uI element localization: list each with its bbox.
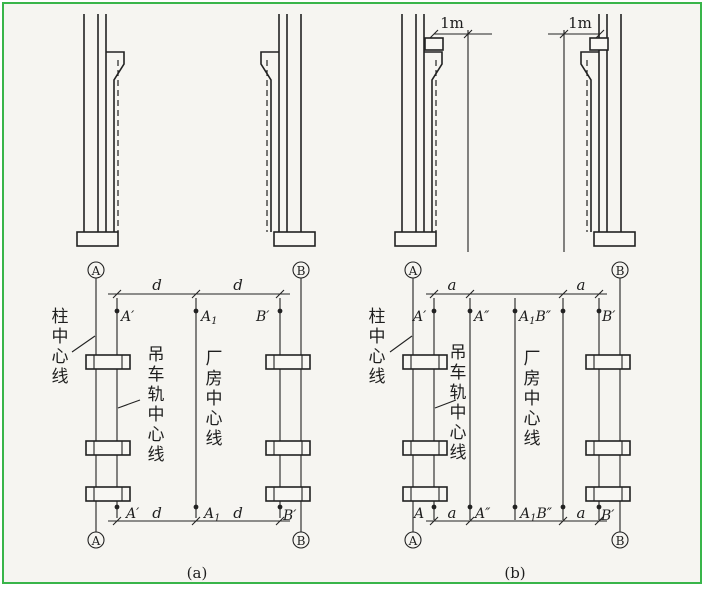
svg-text:房: 房 xyxy=(524,369,541,389)
label-column-centerline-b: 柱 中 心 线 xyxy=(369,307,386,387)
dim-d-top-left: d xyxy=(152,276,162,294)
point-b-prime-bottom-b: B′ xyxy=(600,508,615,524)
svg-text:吊: 吊 xyxy=(148,345,165,365)
svg-text:柱: 柱 xyxy=(369,307,386,327)
column-plans-left-b xyxy=(402,354,448,502)
leader-column-centerline-b xyxy=(389,335,413,353)
dim-d-bottom-right: d xyxy=(233,504,243,522)
svg-text:心: 心 xyxy=(206,409,223,429)
svg-text:线: 线 xyxy=(524,429,541,449)
point-a-double-top-b: A″ xyxy=(472,309,490,325)
dim-a-bottom-right: a xyxy=(577,504,586,522)
axis-a-label-bottom: A xyxy=(91,534,101,548)
svg-text:心: 心 xyxy=(148,425,165,445)
label-building-centerline-b: 厂 房 中 心 线 xyxy=(524,349,541,449)
leader-crane-rail-a xyxy=(117,399,141,409)
point-a1b-double-bottom-b: A1B″ xyxy=(518,506,553,524)
svg-text:轨: 轨 xyxy=(450,383,467,403)
svg-text:车: 车 xyxy=(148,365,165,385)
label-column-centerline-a: 柱 中 心 线 xyxy=(52,307,69,387)
dim-d-bottom-left: d xyxy=(152,504,162,522)
panel-b: 1m 1m A B A B xyxy=(369,14,636,582)
axis-a-label-top-b: A xyxy=(408,264,418,278)
dim-a-top-right: a xyxy=(577,276,586,294)
svg-text:线: 线 xyxy=(206,429,223,449)
label-crane-rail-centerline-a: 吊 车 轨 中 心 线 xyxy=(148,345,165,465)
svg-text:房: 房 xyxy=(206,369,223,389)
svg-text:线: 线 xyxy=(369,367,386,387)
label-building-centerline-a: 厂 房 中 心 线 xyxy=(206,349,223,449)
caption-b: (b) xyxy=(504,564,525,582)
axis-b-label-top: B xyxy=(297,264,306,278)
dimension-ticks-b xyxy=(429,289,604,526)
svg-text:线: 线 xyxy=(52,367,69,387)
axis-a-label-bottom-b: A xyxy=(408,534,418,548)
column-elevation-right-a xyxy=(260,14,316,247)
point-a1b-double-top-b: A1B″ xyxy=(517,309,552,327)
point-a-prime-top: A′ xyxy=(119,309,135,325)
control-points-a xyxy=(114,308,283,510)
svg-text:线: 线 xyxy=(450,443,467,463)
point-b-prime-top: B′ xyxy=(255,309,270,325)
leader-column-centerline-a xyxy=(71,335,96,353)
label-1m-left: 1m xyxy=(440,14,464,32)
axis-b-bubble-bottom xyxy=(292,531,310,549)
caption-a: (a) xyxy=(187,564,208,582)
point-b-prime-top-b: B′ xyxy=(601,309,616,325)
column-elevation-left-a xyxy=(76,14,125,247)
dimension-1m-right xyxy=(548,29,605,252)
point-a-double-bottom-b: A″ xyxy=(473,506,491,522)
svg-text:厂: 厂 xyxy=(206,349,223,369)
dim-a-top-left: a xyxy=(448,276,457,294)
label-1m-right: 1m xyxy=(568,14,592,32)
panel-a: A B A B d d d d xyxy=(52,14,316,582)
point-a1-bottom: A1 xyxy=(202,506,221,524)
axis-a-bubble-bottom xyxy=(87,531,105,549)
column-plans-right-a xyxy=(265,354,311,502)
column-plans-right-b xyxy=(585,354,631,502)
svg-text:柱: 柱 xyxy=(52,307,69,327)
dimension-1m-left xyxy=(429,29,492,252)
axis-b-label-top-b: B xyxy=(616,264,625,278)
control-points-b xyxy=(431,308,602,510)
svg-text:中: 中 xyxy=(206,389,223,409)
svg-text:心: 心 xyxy=(524,409,541,429)
dim-d-top-right: d xyxy=(233,276,243,294)
svg-text:中: 中 xyxy=(369,327,386,347)
axis-a-label-top: A xyxy=(91,264,101,278)
svg-text:心: 心 xyxy=(450,423,467,443)
point-a-prime-top-b: A′ xyxy=(411,309,427,325)
column-plans-left-a xyxy=(85,354,131,502)
svg-text:心: 心 xyxy=(369,347,386,367)
column-elevation-left-b xyxy=(394,14,444,247)
svg-text:中: 中 xyxy=(450,403,467,423)
svg-text:中: 中 xyxy=(148,405,165,425)
svg-text:车: 车 xyxy=(450,363,467,383)
column-elevation-right-b xyxy=(580,14,636,247)
point-a-prime-bottom: A′ xyxy=(124,506,140,522)
point-a-bottom-b: A xyxy=(412,506,424,522)
axis-b-label-bottom-b: B xyxy=(616,534,625,548)
svg-text:线: 线 xyxy=(148,445,165,465)
axis-b-label-bottom: B xyxy=(297,534,306,548)
dim-a-bottom-left: a xyxy=(448,504,457,522)
svg-text:中: 中 xyxy=(524,389,541,409)
svg-text:厂: 厂 xyxy=(524,349,541,369)
svg-text:中: 中 xyxy=(52,327,69,347)
point-a1-top: A1 xyxy=(199,309,218,327)
leader-crane-rail-b xyxy=(434,399,457,409)
svg-text:吊: 吊 xyxy=(450,343,467,363)
label-crane-rail-centerline-b: 吊 车 轨 中 心 线 xyxy=(450,343,467,463)
dimension-ticks xyxy=(112,289,285,526)
svg-text:轨: 轨 xyxy=(148,385,165,405)
svg-text:心: 心 xyxy=(52,347,69,367)
point-b-prime-bottom: B′ xyxy=(282,508,297,524)
